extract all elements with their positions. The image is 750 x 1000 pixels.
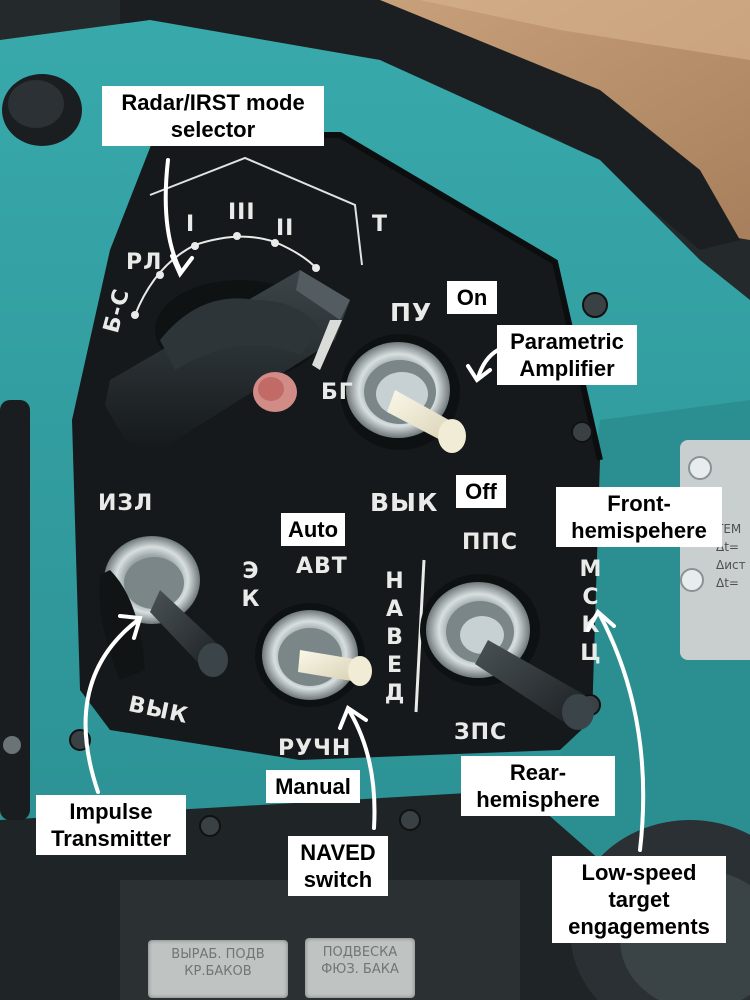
label-pu: ПУ [390, 298, 433, 327]
annotation-front-hemisphere: Front- hemispehere [556, 487, 722, 547]
label-izl: ИЗЛ [98, 491, 154, 516]
annotation-radar-mode: Radar/IRST mode selector [102, 86, 324, 146]
label-zps: ЗПС [454, 720, 508, 745]
label-bg: БГ [321, 380, 354, 405]
annotation-manual: Manual [266, 770, 360, 803]
naved-toggle[interactable] [258, 602, 370, 708]
annotation-low-speed: Low-speed target engagements [552, 856, 726, 943]
placard-fuel-tanks: ВЫРАБ. ПОДВ КР.БАКОВ [148, 940, 288, 998]
label-t: Т [372, 212, 389, 237]
impulse-transmitter-toggle[interactable] [100, 535, 230, 680]
label-avt: АВТ [296, 554, 348, 579]
pps-zps-toggle[interactable] [420, 574, 595, 729]
side-placard-temp: ТЕМ Δt= Δист Δt= [716, 522, 746, 590]
annotation-auto: Auto [281, 513, 345, 546]
annotation-off: Off [456, 475, 506, 508]
annotation-naved-switch: NAVED switch [288, 836, 388, 896]
placard-fuselage-tank: ПОДВЕСКА ФЮЗ. БАКА [305, 938, 415, 998]
label-rl: РЛ [126, 250, 163, 275]
annotation-impulse-transmitter: Impulse Transmitter [36, 795, 186, 855]
label-ruchn: РУЧН [278, 736, 352, 761]
label-mode-1: I [186, 212, 196, 237]
parametric-amplifier-toggle[interactable] [345, 340, 465, 455]
label-pps: ППС [462, 530, 518, 555]
label-mode-2: II [276, 216, 295, 241]
annotation-rear-hemisphere: Rear- hemisphere [461, 756, 615, 816]
label-mode-3: III [228, 200, 256, 225]
label-vyk-param: ВЫК [370, 488, 439, 517]
label-naved: НАВЕД [384, 569, 406, 706]
annotation-on: On [447, 281, 497, 314]
radar-irst-mode-selector-knob[interactable] [110, 270, 350, 450]
annotation-param-amp: Parametric Amplifier [497, 325, 637, 385]
label-ek: ЭК [241, 559, 261, 612]
